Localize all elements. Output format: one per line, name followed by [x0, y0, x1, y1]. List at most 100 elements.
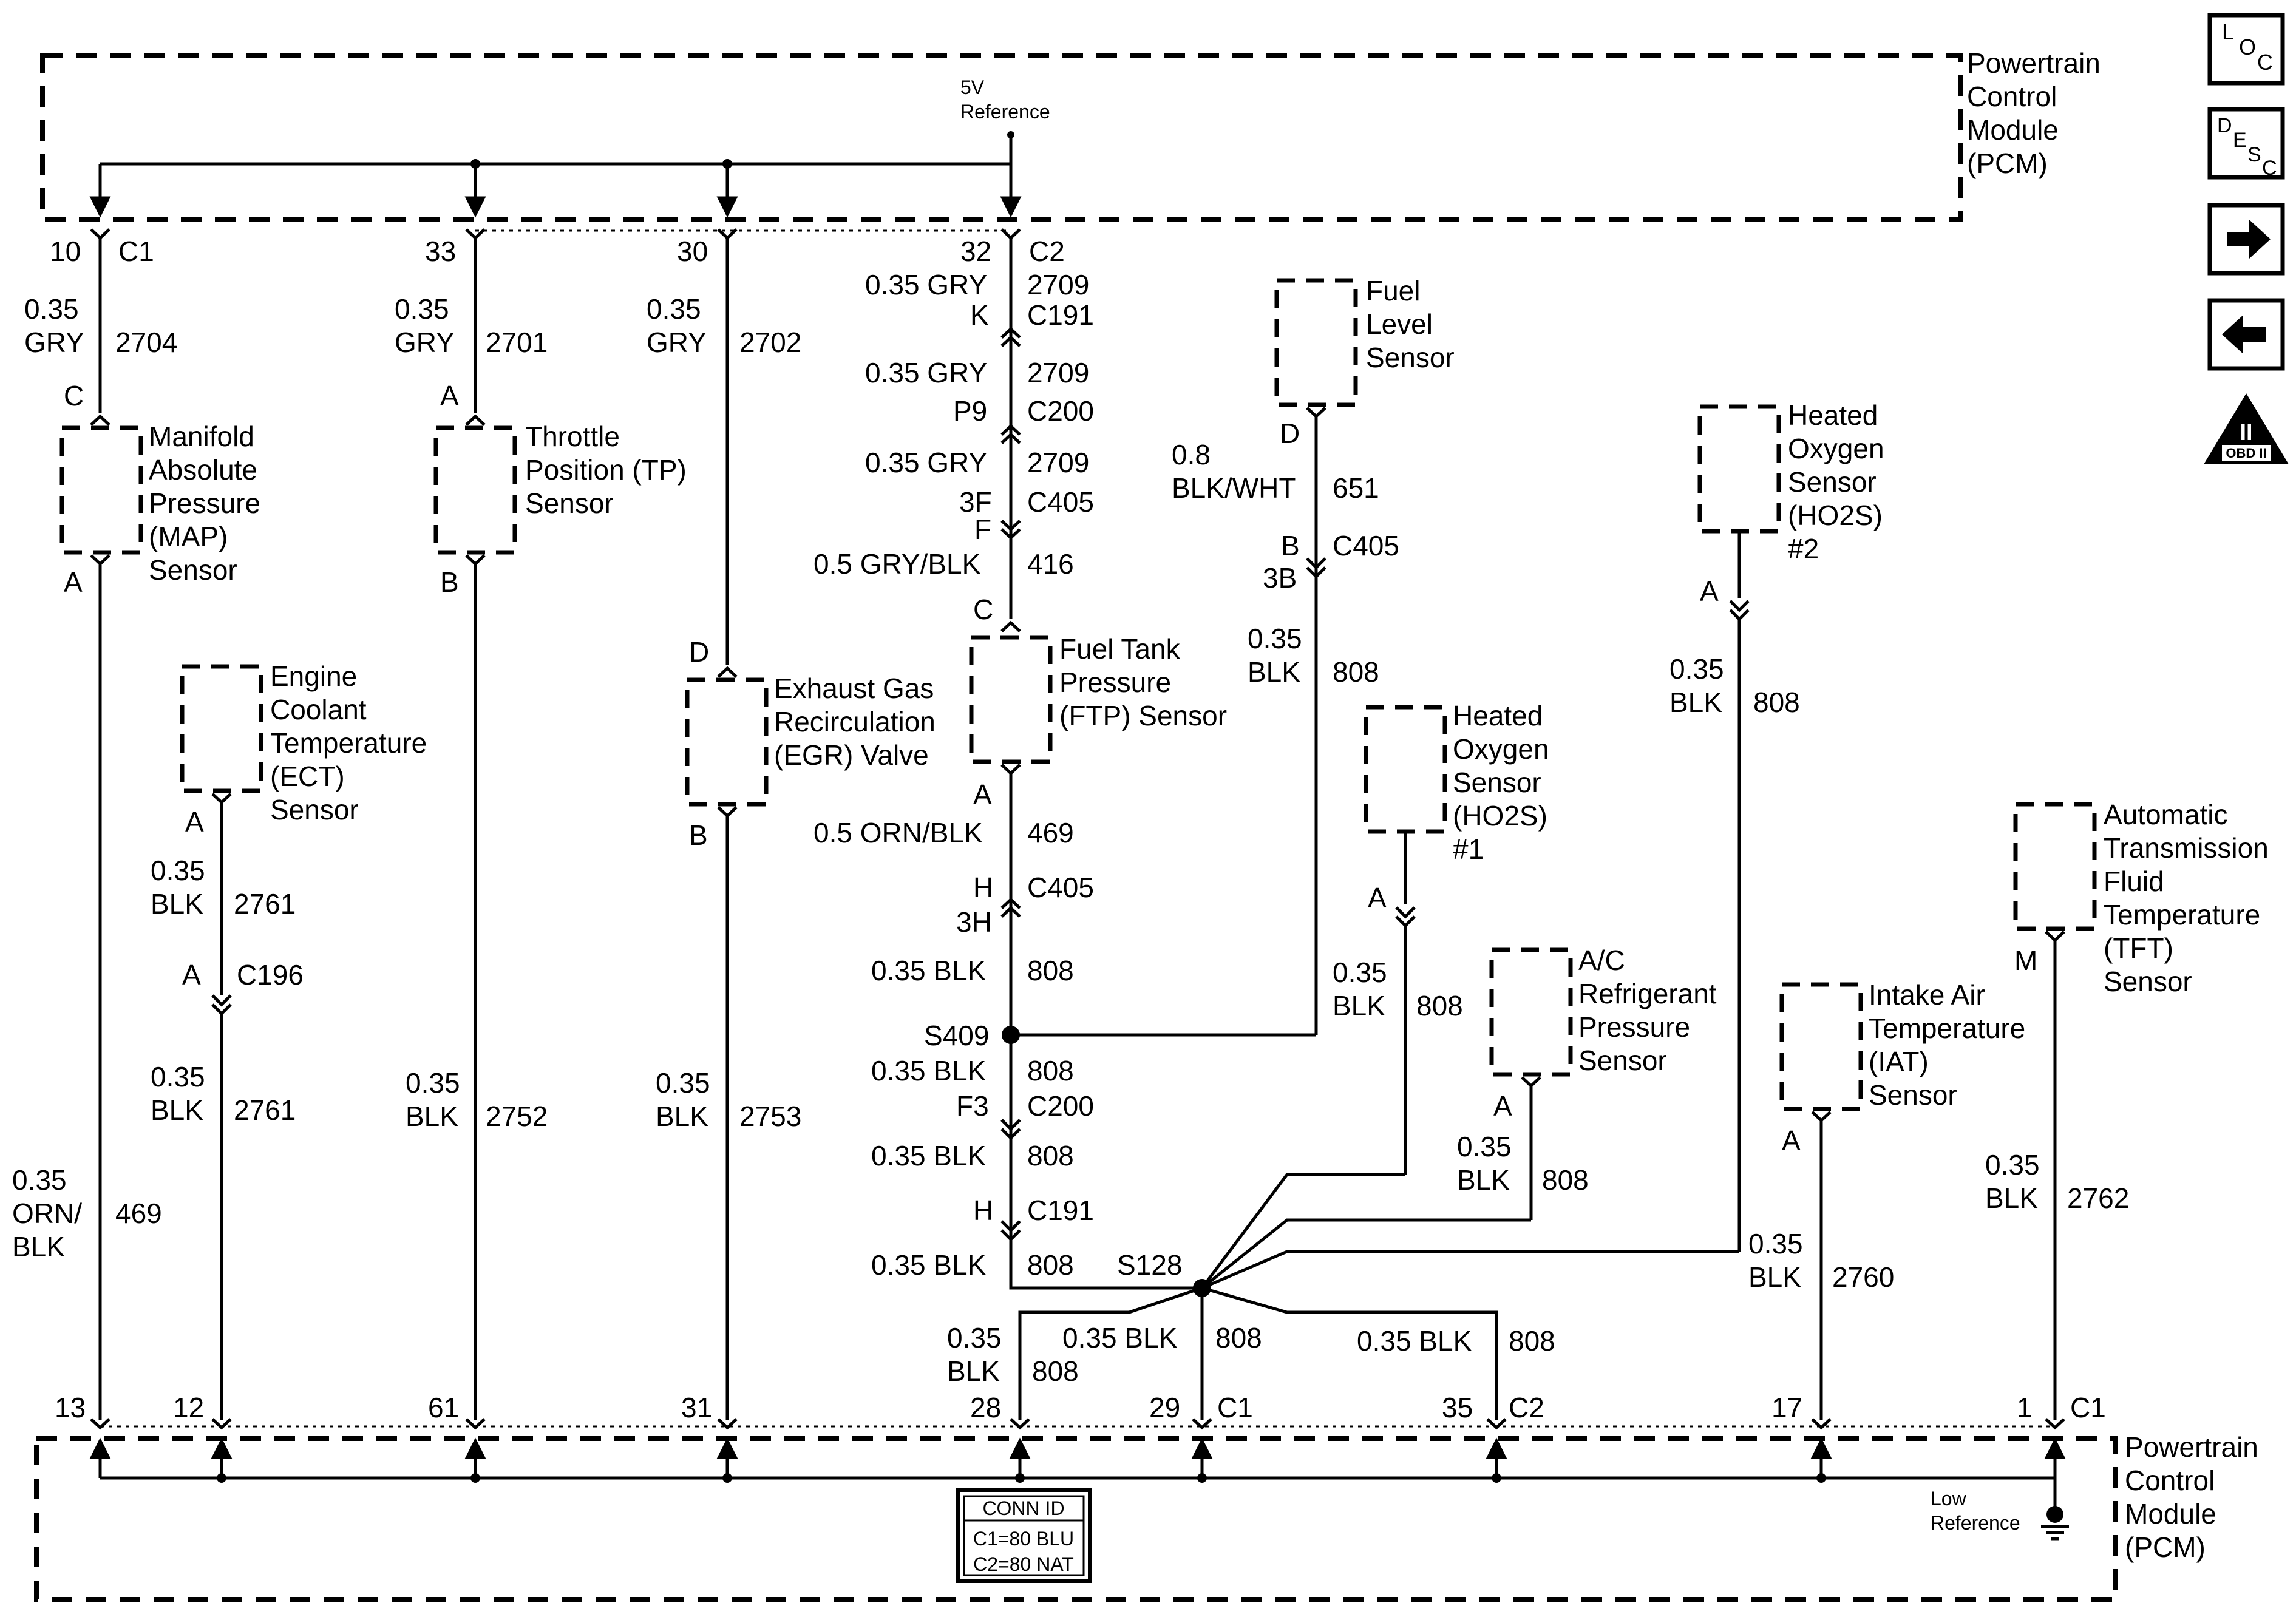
tp-pin-b: B — [440, 566, 459, 598]
map-name-1: Manifold — [149, 421, 254, 452]
ac-name-1: A/C — [1578, 944, 1625, 976]
tft-name-5: (TFT) — [2104, 932, 2173, 964]
ect-sensor-box — [180, 664, 263, 793]
ac-name-2: Refrigerant — [1578, 978, 1717, 1009]
ftp-k-conn: C191 — [1027, 299, 1094, 331]
iat-circuit-num: 2760 — [1832, 1261, 1894, 1293]
egr-name-1: Exhaust Gas — [774, 673, 934, 704]
fuel-level-name-1: Fuel — [1366, 275, 1420, 307]
ect-color-2: BLK — [151, 1094, 203, 1126]
pcm-bottom-title-1: Powertrain — [2125, 1431, 2258, 1463]
map-out-circuit: 469 — [115, 1198, 162, 1229]
ftp-top-conn: C2 — [1029, 236, 1065, 267]
iat-bottom-pin: 17 — [1771, 1392, 1802, 1423]
tft-name-3: Fluid — [2104, 866, 2164, 897]
ftp-p9-conn: C200 — [1027, 395, 1094, 427]
tp-out-size: 0.35 — [406, 1067, 460, 1099]
low-ref-1: Low — [1931, 1488, 1967, 1510]
g29-wire: 0.35 BLK — [1062, 1322, 1178, 1354]
ect-color-1: BLK — [151, 888, 203, 920]
ftp-c5: 469 — [1027, 817, 1074, 849]
ho2s1-circuit: Heated Oxygen Sensor (HO2S) #1 A 0.35 BL… — [1200, 700, 1549, 1289]
ftp-k-pin: K — [970, 299, 989, 331]
ftp-c405b-conn: C405 — [1027, 872, 1094, 903]
egr-wire-size: 0.35 — [647, 293, 701, 325]
ho2s2-pin-a: A — [1700, 575, 1719, 607]
map-sensor-box — [59, 425, 143, 555]
fuel-level-pin-b: B — [1281, 530, 1300, 561]
ho2s2-circuit: Heated Oxygen Sensor (HO2S) #2 A 0.35 BL… — [1201, 399, 1884, 1290]
tp-wire-color: GRY — [395, 327, 455, 358]
five-volt-ref-1: 5V — [960, 76, 985, 98]
ac-name-3: Pressure — [1578, 1011, 1690, 1043]
ftp-c8: 808 — [1027, 1140, 1074, 1171]
five-volt-ref-2: Reference — [960, 101, 1050, 123]
iat-pin-a: A — [1782, 1125, 1801, 1156]
ftp-c9: 808 — [1027, 1249, 1074, 1281]
g35-circuit: 808 — [1509, 1325, 1555, 1357]
tft-name-4: Temperature — [2104, 899, 2260, 931]
ho2s1-name-4: (HO2S) — [1453, 800, 1547, 832]
map-top-conn: C1 — [118, 236, 154, 267]
ftp-sensor-box — [969, 635, 1053, 764]
ftp-name-2: Pressure — [1059, 666, 1171, 698]
tp-circuit: 33 0.35 GRY 2701 A Throttle Position (TP… — [395, 228, 687, 1430]
ftp-h2-pin: H — [973, 1195, 993, 1226]
egr-name-3: (EGR) Valve — [774, 739, 929, 771]
tft-size: 0.35 — [1985, 1149, 2040, 1181]
ftp-c7: 808 — [1027, 1055, 1074, 1086]
ftp-name-3: (FTP) Sensor — [1059, 700, 1227, 731]
egr-pin-b: B — [689, 819, 708, 851]
ect-circuit: Engine Coolant Temperature (ECT) Sensor … — [151, 660, 427, 1430]
conn-id-c1: C1=80 BLU — [973, 1528, 1074, 1550]
g28-color: BLK — [947, 1355, 1000, 1387]
ftp-w8: 0.35 BLK — [871, 1140, 987, 1171]
tp-out-color: BLK — [406, 1100, 458, 1132]
tp-out-circuit: 2752 — [486, 1100, 548, 1132]
egr-bottom-pin: 31 — [681, 1392, 712, 1423]
loc-button[interactable]: L O C — [2207, 13, 2285, 86]
ftp-w7: 0.35 BLK — [871, 1055, 987, 1086]
tp-sensor-box — [433, 425, 517, 555]
left-arrow-icon — [2222, 315, 2266, 354]
ftp-top-pin: 32 — [960, 236, 991, 267]
ho2s2-circuit-num: 808 — [1753, 686, 1800, 718]
egr-pin-d: D — [689, 636, 709, 668]
loc-letter-l: L — [2222, 19, 2234, 44]
ftp-w5: 0.5 ORN/BLK — [813, 817, 983, 849]
ac-size: 0.35 — [1457, 1131, 1512, 1162]
ect-pin-a: A — [185, 806, 204, 838]
prev-arrow-button[interactable] — [2207, 298, 2285, 371]
next-arrow-button[interactable] — [2207, 203, 2285, 276]
map-wire-color: GRY — [24, 327, 84, 358]
g28-circuit: 808 — [1032, 1355, 1079, 1387]
desc-button[interactable]: D E S C — [2207, 107, 2285, 180]
tft-name-2: Transmission — [2104, 832, 2269, 864]
pcm-top-title-1: Powertrain — [1967, 47, 2101, 79]
ftp-w3: 0.35 GRY — [865, 447, 987, 478]
pcm-bottom-module: Powertrain Control Module (PCM) Low Refe… — [34, 1431, 2258, 1602]
ftp-f-pin: F — [974, 514, 991, 545]
egr-out-size: 0.35 — [656, 1067, 710, 1099]
egr-out-circuit: 2753 — [739, 1100, 801, 1132]
ho2s1-pin-a: A — [1368, 882, 1387, 914]
ho2s1-name-2: Oxygen — [1453, 733, 1549, 765]
iat-name-3: (IAT) — [1869, 1046, 1929, 1077]
iat-color: BLK — [1748, 1261, 1801, 1293]
map-top-pin: 10 — [50, 236, 81, 267]
fuel-level-out-color: BLK — [1248, 656, 1300, 688]
iat-sensor-box — [1779, 982, 1863, 1111]
map-out-color-1: ORN/ — [12, 1198, 82, 1229]
ftp-c2: 2709 — [1027, 357, 1089, 388]
fuel-level-size: 0.8 — [1172, 439, 1211, 470]
egr-circuit-num: 2702 — [739, 327, 801, 358]
ftp-s128-label: S128 — [1117, 1249, 1182, 1281]
pcm-bottom-title-3: Module — [2125, 1498, 2216, 1530]
ho2s2-size: 0.35 — [1669, 653, 1724, 685]
obd-ii-button[interactable]: II OBD II — [2204, 393, 2289, 464]
ftp-h-pin: H — [973, 872, 993, 903]
tp-circuit-num: 2701 — [486, 327, 548, 358]
ect-conn-pin: A — [182, 959, 201, 991]
g29-circuit: 808 — [1215, 1322, 1262, 1354]
